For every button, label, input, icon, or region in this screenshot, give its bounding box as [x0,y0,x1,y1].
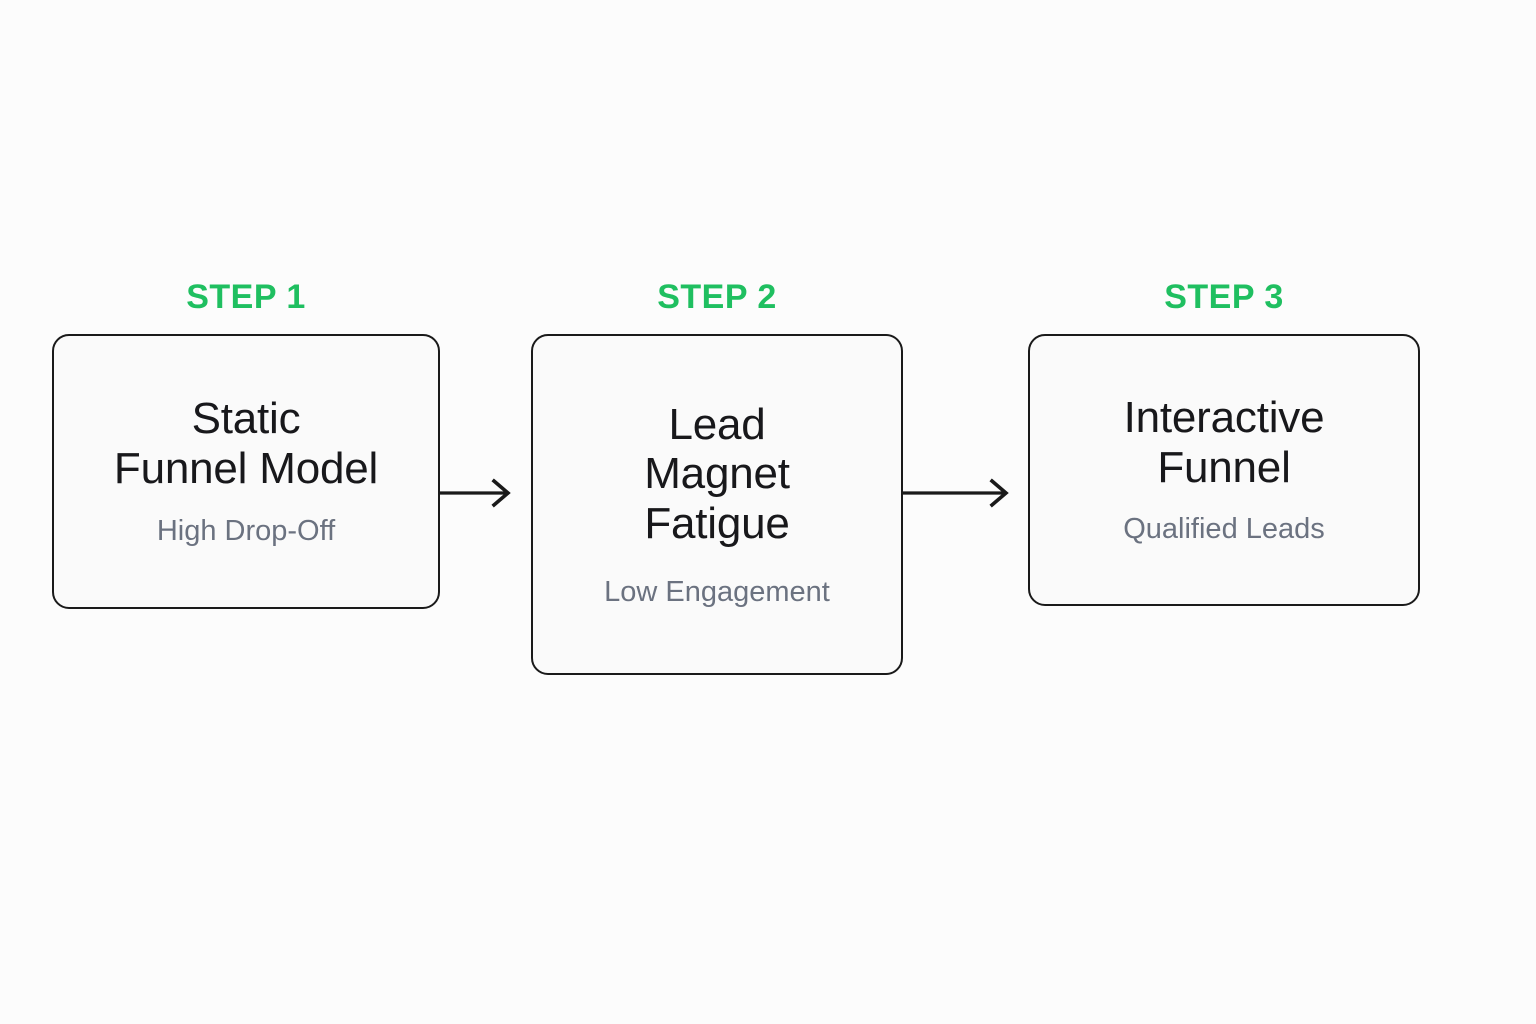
step-label-3: STEP 3 [1164,278,1284,316]
node-box-lead-magnet-fatigue[interactable]: Lead Magnet Fatigue Low Engagement [531,334,903,675]
arrow-right-icon [901,471,1014,515]
node-subtitle-1: High Drop-Off [156,514,336,547]
node-title-2: Lead Magnet Fatigue [644,399,790,548]
step-label-1: STEP 1 [186,278,306,316]
step-group-3: STEP 3 Interactive Funnel Qualified Lead… [1028,280,1420,606]
step-group-2: STEP 2 Lead Magnet Fatigue Low Engagemen… [531,280,903,675]
step-label-2: STEP 2 [657,278,777,316]
node-subtitle-2: Low Engagement [604,575,830,608]
node-title-3: Interactive Funnel [1123,392,1325,492]
connector-step2-to-step3 [901,471,1014,515]
node-box-interactive-funnel[interactable]: Interactive Funnel Qualified Leads [1028,334,1420,606]
connector-step1-to-step2 [438,471,516,515]
step-group-1: STEP 1 Static Funnel Model High Drop-Off [52,280,440,609]
node-subtitle-3: Qualified Leads [1123,513,1325,546]
node-title-1: Static Funnel Model [113,394,379,494]
arrow-right-icon [438,471,516,515]
node-box-static-funnel-model[interactable]: Static Funnel Model High Drop-Off [52,334,440,609]
